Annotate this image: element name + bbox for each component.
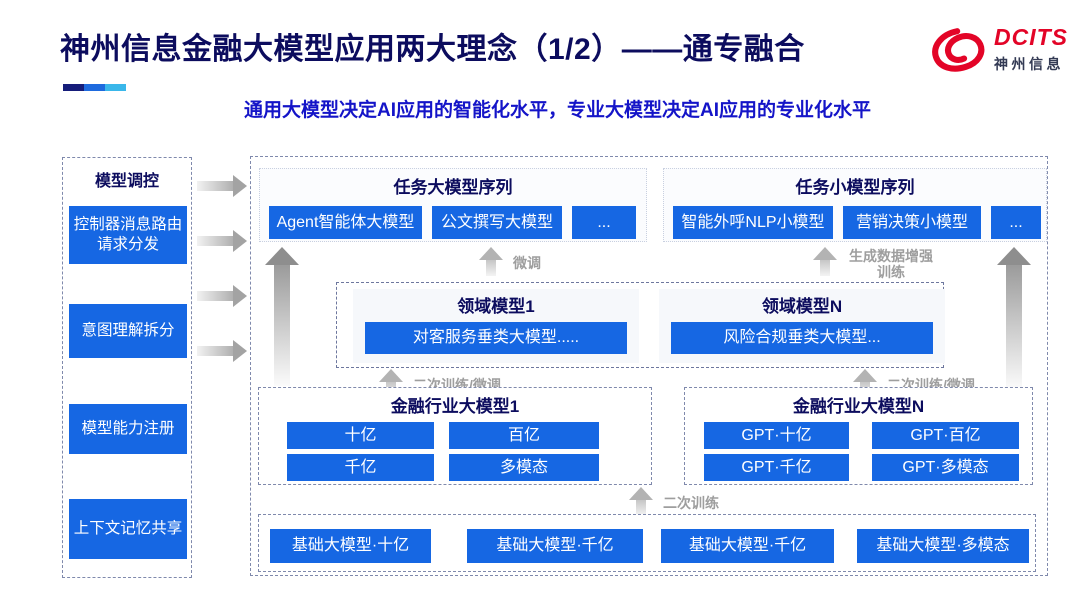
- task-large-title: 任务大模型序列: [393, 178, 513, 197]
- gen-data-train-label: 生成数据增强训练: [849, 248, 933, 281]
- right-arrow-icon: [197, 285, 247, 307]
- sidebar-item-router: 控制器消息路由请求分发: [69, 206, 187, 264]
- foundation-models-box: 基础大模型·十亿 基础大模型·千亿 基础大模型·千亿 基础大模型·多模态: [258, 514, 1036, 572]
- page-title: 神州信息金融大模型应用两大理念（1/2）——通专融合: [60, 33, 805, 66]
- node-multimodal-model: 多模态: [449, 454, 599, 481]
- right-arrow-icon: [197, 230, 247, 252]
- sidebar-item-context: 上下文记忆共享: [69, 499, 187, 559]
- node-foundation-100b-a: 基础大模型·千亿: [467, 529, 643, 563]
- logo-brand-chinese: 神州信息: [994, 56, 1064, 72]
- accent-segment: [63, 84, 84, 91]
- up-arrow-tall-icon: [997, 247, 1031, 389]
- node-gpt-1b-model: GPT·十亿: [704, 422, 849, 449]
- node-10b-model: 百亿: [449, 422, 599, 449]
- second-train-label: 二次训练: [663, 495, 719, 511]
- node-foundation-100b-b: 基础大模型·千亿: [661, 529, 834, 563]
- up-arrow-tall-icon: [265, 247, 299, 386]
- dcits-swirl-icon: [932, 28, 985, 72]
- model-architecture-diagram: 任务大模型序列 Agent智能体大模型 公文撰写大模型 ... 任务小模型序列 …: [250, 156, 1048, 576]
- node-foundation-multimodal: 基础大模型·多模态: [857, 529, 1029, 563]
- up-arrow-icon: [479, 247, 503, 276]
- node-1b-model: 十亿: [287, 422, 434, 449]
- up-arrow-icon: [813, 247, 837, 276]
- slide-subtitle: 通用大模型决定AI应用的智能化水平，专业大模型决定AI应用的专业化水平: [243, 100, 871, 121]
- node-marketing-model: 营销决策小模型: [843, 206, 981, 239]
- up-arrow-icon: [629, 487, 653, 516]
- sidebar-item-register: 模型能力注册: [69, 404, 187, 454]
- domain-models-box: 领域模型1 对客服务垂类大模型..... 领域模型N 风险合规垂类大模型...: [336, 282, 945, 368]
- industry-model-n-box: 金融行业大模型N GPT·十亿 GPT·百亿 GPT·千亿 GPT·多模态: [684, 387, 1033, 485]
- domain-model-n-box: 领域模型N 风险合规垂类大模型...: [659, 289, 945, 363]
- dcits-logo-text: DCITS 神州信息: [994, 24, 1068, 74]
- sidebar-item-intent: 意图理解拆分: [69, 304, 187, 358]
- domain-model-1-title: 领域模型1: [457, 297, 535, 316]
- logo-brand-name: DCITS: [994, 24, 1068, 50]
- domain-model-n-title: 领域模型N: [761, 297, 843, 316]
- fine-tune-label: 微调: [513, 255, 541, 271]
- node-doc-writing-model: 公文撰写大模型: [432, 206, 562, 239]
- industry-model-1-box: 金融行业大模型1 十亿 百亿 千亿 多模态: [258, 387, 652, 485]
- node-gpt-10b-model: GPT·百亿: [872, 422, 1019, 449]
- node-100b-model: 千亿: [287, 454, 434, 481]
- model-control-panel: 模型调控 控制器消息路由请求分发 意图理解拆分 模型能力注册 上下文记忆共享: [62, 157, 192, 578]
- node-more-small-models: ...: [991, 206, 1041, 239]
- task-small-title: 任务小模型序列: [795, 178, 915, 197]
- dcits-logo: DCITS 神州信息: [930, 18, 1076, 80]
- accent-segment: [84, 84, 105, 91]
- accent-segment: [105, 84, 126, 91]
- task-large-model-box: 任务大模型序列 Agent智能体大模型 公文撰写大模型 ...: [259, 168, 647, 242]
- node-nlp-outbound-model: 智能外呼NLP小模型: [673, 206, 833, 239]
- industry-model-n-title: 金融行业大模型N: [792, 397, 925, 416]
- node-gpt-100b-model: GPT·千亿: [704, 454, 849, 481]
- node-agent-large-model: Agent智能体大模型: [269, 206, 422, 239]
- right-arrow-icon: [197, 340, 247, 362]
- node-gpt-multimodal-model: GPT·多模态: [872, 454, 1019, 481]
- task-small-model-box: 任务小模型序列 智能外呼NLP小模型 营销决策小模型 ...: [663, 168, 1047, 242]
- industry-model-1-title: 金融行业大模型1: [390, 397, 520, 416]
- node-more-large-models: ...: [572, 206, 636, 239]
- node-foundation-1b: 基础大模型·十亿: [270, 529, 431, 563]
- node-customer-service-model: 对客服务垂类大模型.....: [365, 322, 627, 354]
- node-risk-compliance-model: 风险合规垂类大模型...: [671, 322, 933, 354]
- model-control-title: 模型调控: [94, 173, 159, 190]
- title-accent-bar: [63, 84, 126, 91]
- domain-model-1-box: 领域模型1 对客服务垂类大模型.....: [353, 289, 639, 363]
- right-arrow-icon: [197, 175, 247, 197]
